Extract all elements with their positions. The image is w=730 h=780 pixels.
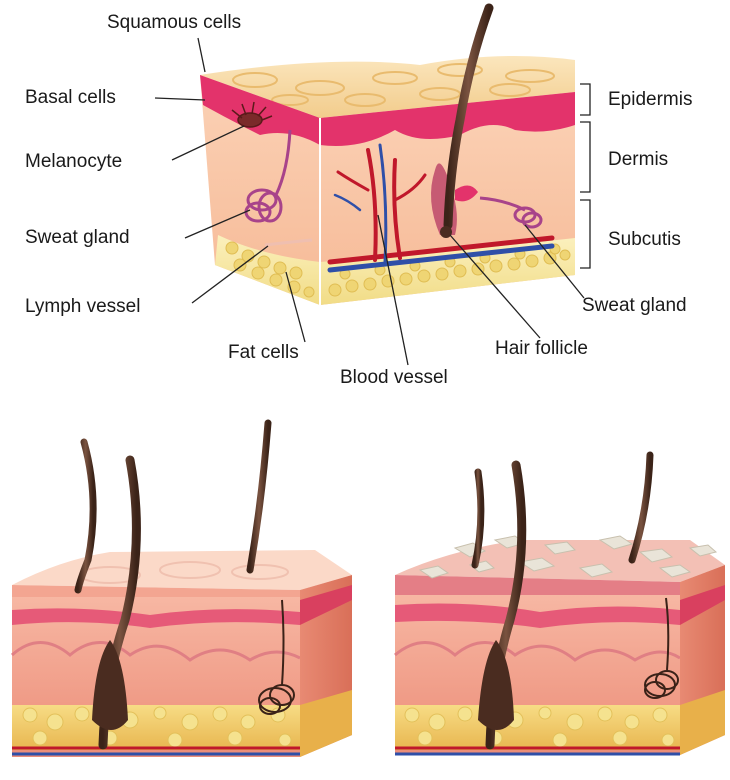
label-fat-cells: Fat cells bbox=[228, 343, 299, 362]
label-blood-vessel: Blood vessel bbox=[340, 368, 448, 387]
label-dermis: Dermis bbox=[608, 150, 668, 169]
label-lymph-vessel: Lymph vessel bbox=[25, 297, 140, 316]
label-epidermis: Epidermis bbox=[608, 90, 692, 109]
label-basal-cells: Basal cells bbox=[25, 88, 116, 107]
label-hair-follicle: Hair follicle bbox=[495, 339, 588, 358]
label-sweat-gland-right: Sweat gland bbox=[582, 296, 687, 315]
bottom-left-skin-block bbox=[12, 423, 352, 757]
label-subcutis: Subcutis bbox=[608, 230, 681, 249]
bottom-right-skin-block bbox=[395, 455, 725, 755]
label-squamous-cells: Squamous cells bbox=[107, 13, 241, 32]
label-sweat-gland-left: Sweat gland bbox=[25, 228, 130, 247]
label-melanocyte: Melanocyte bbox=[25, 152, 122, 171]
